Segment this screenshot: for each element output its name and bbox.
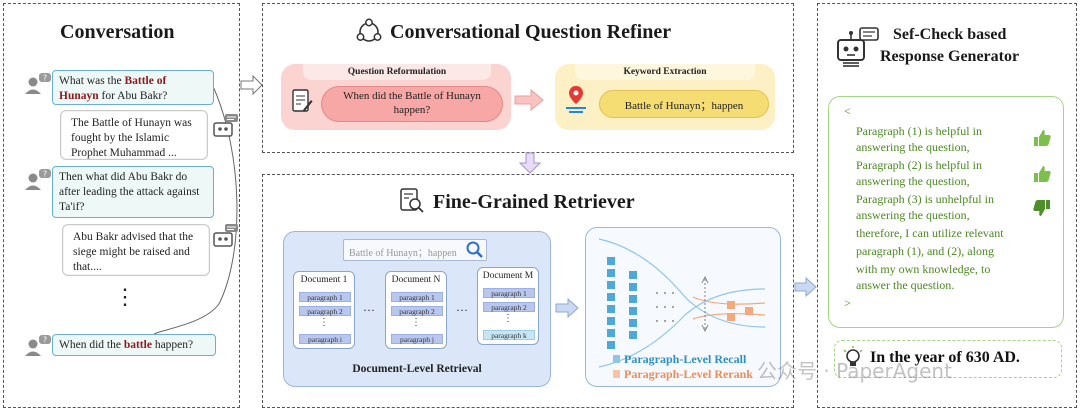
keywords-pill xyxy=(599,90,769,118)
paragraph-dots: ⋮ xyxy=(503,313,513,324)
paragraph-chip: paragraph i xyxy=(299,334,351,344)
self-check-line: answer the question. xyxy=(856,278,955,292)
retriever-title: Fine-Grained Retriever xyxy=(433,191,635,213)
document-card-n: Document N paragraph 1 paragraph 2 ⋮ par… xyxy=(385,271,447,349)
bot-turn-4: Abu Bakr advised that the siege might be… xyxy=(62,224,210,276)
self-check-box xyxy=(828,96,1064,328)
final-answer: In the year of 630 AD. xyxy=(870,349,1020,366)
refiner-title: Conversational Question Refiner xyxy=(390,21,672,43)
document-card-1: Document 1 paragraph 1 paragraph 2 ⋮ par… xyxy=(293,271,355,349)
search-icon[interactable] xyxy=(465,240,485,260)
paragraph-chip: paragraph 2 xyxy=(391,306,443,316)
generator-panel: Sef-Check based Response Generator < Par… xyxy=(817,3,1077,408)
paragraph-dots: ⋮ xyxy=(319,317,329,328)
svg-text:?: ? xyxy=(43,74,47,83)
paragraph-chip: paragraph 2 xyxy=(483,302,535,312)
svg-text:?: ? xyxy=(43,170,47,179)
bot-avatar-icon xyxy=(213,114,238,137)
retriever-panel: Fine-Grained Retriever Battle of Hunayn；… xyxy=(262,174,794,408)
self-check-line: Paragraph (3) is unhelpful in xyxy=(856,192,994,206)
watermark: 公众号 · PaperAgent xyxy=(757,359,952,383)
documents-ellipsis: ··· xyxy=(363,303,375,317)
self-check-line: Paragraph (2) is helpful in xyxy=(856,158,982,172)
lightbulb-icon xyxy=(843,346,863,366)
paragraph-chip: paragraph 1 xyxy=(299,292,351,302)
svg-text:?: ? xyxy=(43,336,47,345)
paragraph-chip: paragraph j xyxy=(391,334,443,344)
user-turn-1: What was the Battle of Hunayn for Abu Ba… xyxy=(52,70,214,105)
paragraph-recall-label: Paragraph-Level Recall xyxy=(624,352,747,366)
thumbs-up-icon xyxy=(1034,166,1051,182)
search-box[interactable] xyxy=(343,239,487,261)
self-check-line: with my own knowledge, to xyxy=(856,262,991,276)
reformulation-label-bar xyxy=(303,64,491,80)
generator-title-line-1: Sef-Check based xyxy=(893,26,1007,43)
paragraph-chip: paragraph 1 xyxy=(391,292,443,302)
refiner-panel: Conversational Question Refiner Question… xyxy=(262,3,794,153)
document-search-icon xyxy=(400,188,424,213)
arrow-doc-to-paragraph xyxy=(555,297,579,319)
funnel-diagram xyxy=(598,238,766,378)
documents-ellipsis: ··· xyxy=(456,303,468,317)
user-turn-3: Then what did Abu Bakr do after leading … xyxy=(52,166,214,218)
paragraph-chip: paragraph 2 xyxy=(299,306,351,316)
arrow-to-refiner xyxy=(240,74,263,96)
generator-title-line-2: Response Generator xyxy=(880,48,1020,65)
self-check-line: answering the question, xyxy=(856,208,970,222)
refine-cycle-icon xyxy=(356,18,382,42)
self-check-close-tag: > xyxy=(844,296,851,310)
self-check-open-tag: < xyxy=(844,104,851,118)
keywords-text: Battle of Hunayn；happen xyxy=(624,100,744,112)
user-avatar-icon: ? xyxy=(25,169,51,190)
keyword-label-bar xyxy=(575,64,755,80)
arrow-to-retriever xyxy=(519,152,542,174)
bot-turn-2: The Battle of Hunayn was fought by the I… xyxy=(60,110,208,160)
reformulated-question xyxy=(321,86,503,122)
self-check-line: answering the question, xyxy=(856,140,970,154)
paragraph-rerank-label: Paragraph-Level Rerank xyxy=(624,367,753,381)
self-check-line: answering the question, xyxy=(856,174,970,188)
document-card-m: Document M paragraph 1 paragraph 2 ⋮ par… xyxy=(477,267,539,345)
paragraph-dots: ⋮ xyxy=(411,317,421,328)
reformulation-label: Question Reformulation xyxy=(347,67,447,77)
arrow-to-generator xyxy=(794,276,817,298)
robot-chat-icon xyxy=(837,27,879,67)
self-check-line: therefore, I can utilize relevant xyxy=(856,226,1004,240)
user-turn-5: When did the battle happen? xyxy=(52,334,216,356)
conversation-panel: Conversation ? What was the Battle of Hu… xyxy=(3,3,240,408)
user-avatar-icon: ? xyxy=(25,73,51,94)
keyword-label: Keyword Extraction xyxy=(623,67,707,77)
document-level-label: Document-Level Retrieval xyxy=(352,363,482,375)
arrow-reform-to-keyword xyxy=(514,88,544,112)
paragraph-chip: paragraph 1 xyxy=(483,288,535,298)
location-pin-icon xyxy=(566,86,586,113)
reformulated-question-text: When did the Battle of Hunayn happen? xyxy=(343,90,481,116)
conversation-flow-line xyxy=(153,83,238,335)
self-check-line: Paragraph (1) is helpful in xyxy=(856,124,982,138)
search-query-text: Battle of Hunayn；happen xyxy=(349,248,457,259)
self-check-line: paragraph (1), and (2), along xyxy=(856,244,994,258)
thumbs-up-icon xyxy=(1034,130,1051,146)
paragraph-chip: paragraph k xyxy=(483,330,535,340)
edit-document-icon xyxy=(292,89,313,112)
conversation-title: Conversation xyxy=(60,21,175,43)
bot-avatar-icon xyxy=(213,224,238,247)
conversation-continuation-dots: ⋮ xyxy=(114,284,136,309)
user-avatar-icon: ? xyxy=(25,335,51,356)
thumbs-down-icon xyxy=(1033,200,1050,216)
answer-box xyxy=(834,340,1062,378)
